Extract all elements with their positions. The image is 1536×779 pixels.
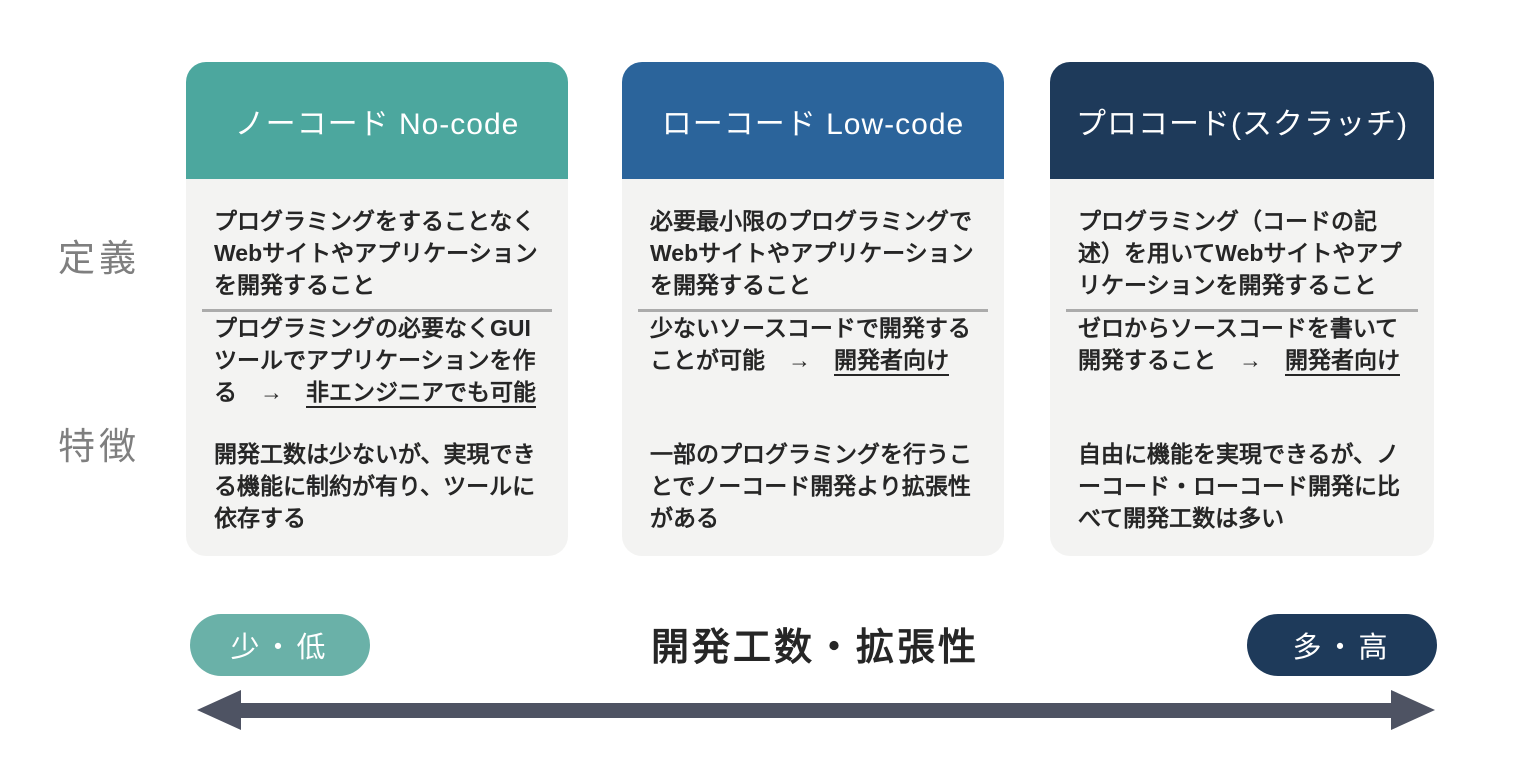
- card-pro-code-feature-primary: ゼロからソースコードを書いて開発すること → 開発者向け: [1078, 312, 1406, 438]
- feature-primary-text: プログラミングの必要なくGUIツールでアプリケーションを作る →: [214, 315, 536, 406]
- arrow-right-head-icon: [1391, 690, 1435, 730]
- card-low-code-definition: 必要最小限のプログラミングでWebサイトやアプリケーションを開発すること: [650, 208, 974, 299]
- card-no-code-feature-secondary: 開発工数は少ないが、実現できる機能に制約が有り、ツールに依存する: [214, 441, 536, 532]
- card-low-code-feature-secondary: 一部のプログラミングを行うことでノーコード開発より拡張性がある: [650, 441, 972, 532]
- card-pro-code-feature-secondary: 自由に機能を実現できるが、ノーコード・ローコード開発に比べて開発工数は多い: [1078, 441, 1400, 532]
- card-no-code-body: プログラミングをすることなくWebサイトやアプリケーションを開発すること プログ…: [186, 179, 568, 556]
- divider: [202, 309, 552, 312]
- card-pro-code-title: プロコード(スクラッチ): [1050, 62, 1434, 179]
- scale-low-badge: 少・低: [190, 614, 370, 676]
- feature-primary-highlight: 開発者向け: [834, 347, 949, 374]
- card-pro-code-body: プログラミング（コードの記述）を用いてWebサイトやアプリケーションを開発するこ…: [1050, 179, 1434, 556]
- card-no-code-definition: プログラミングをすることなくWebサイトやアプリケーションを開発すること: [214, 208, 538, 299]
- feature-primary-highlight: 開発者向け: [1285, 347, 1400, 374]
- card-low-code: ローコード Low-code 必要最小限のプログラミングでWebサイトやアプリケ…: [622, 62, 1004, 556]
- divider: [1066, 309, 1418, 312]
- row-label-features: 特徴: [58, 426, 140, 467]
- card-pro-code: プロコード(スクラッチ) プログラミング（コードの記述）を用いてWebサイトやア…: [1050, 62, 1434, 556]
- arrow-left-head-icon: [197, 690, 241, 730]
- row-label-definition: 定義: [58, 238, 140, 279]
- feature-primary-text: ゼロからソースコードを書いて開発すること →: [1078, 315, 1399, 374]
- card-low-code-body: 必要最小限のプログラミングでWebサイトやアプリケーションを開発すること 少ない…: [622, 179, 1004, 556]
- divider: [638, 309, 988, 312]
- feature-primary-highlight: 非エンジニアでも可能: [306, 379, 536, 406]
- scale-axis-title: 開発工数・拡張性: [650, 627, 979, 669]
- card-no-code-title: ノーコード No-code: [186, 62, 568, 179]
- card-no-code: ノーコード No-code プログラミングをすることなくWebサイトやアプリケー…: [186, 62, 568, 556]
- card-low-code-feature-primary: 少ないソースコードで開発することが可能 → 開発者向け: [650, 312, 976, 438]
- feature-primary-text: 少ないソースコードで開発することが可能 →: [650, 315, 971, 374]
- card-pro-code-definition: プログラミング（コードの記述）を用いてWebサイトやアプリケーションを開発するこ…: [1078, 208, 1402, 299]
- card-no-code-feature-primary: プログラミングの必要なくGUIツールでアプリケーションを作る → 非エンジニアで…: [214, 312, 540, 438]
- arrow-shaft: [241, 702, 1391, 718]
- scale-double-arrow: [197, 690, 1435, 730]
- scale-high-badge: 多・高: [1247, 614, 1437, 676]
- card-low-code-title: ローコード Low-code: [622, 62, 1004, 179]
